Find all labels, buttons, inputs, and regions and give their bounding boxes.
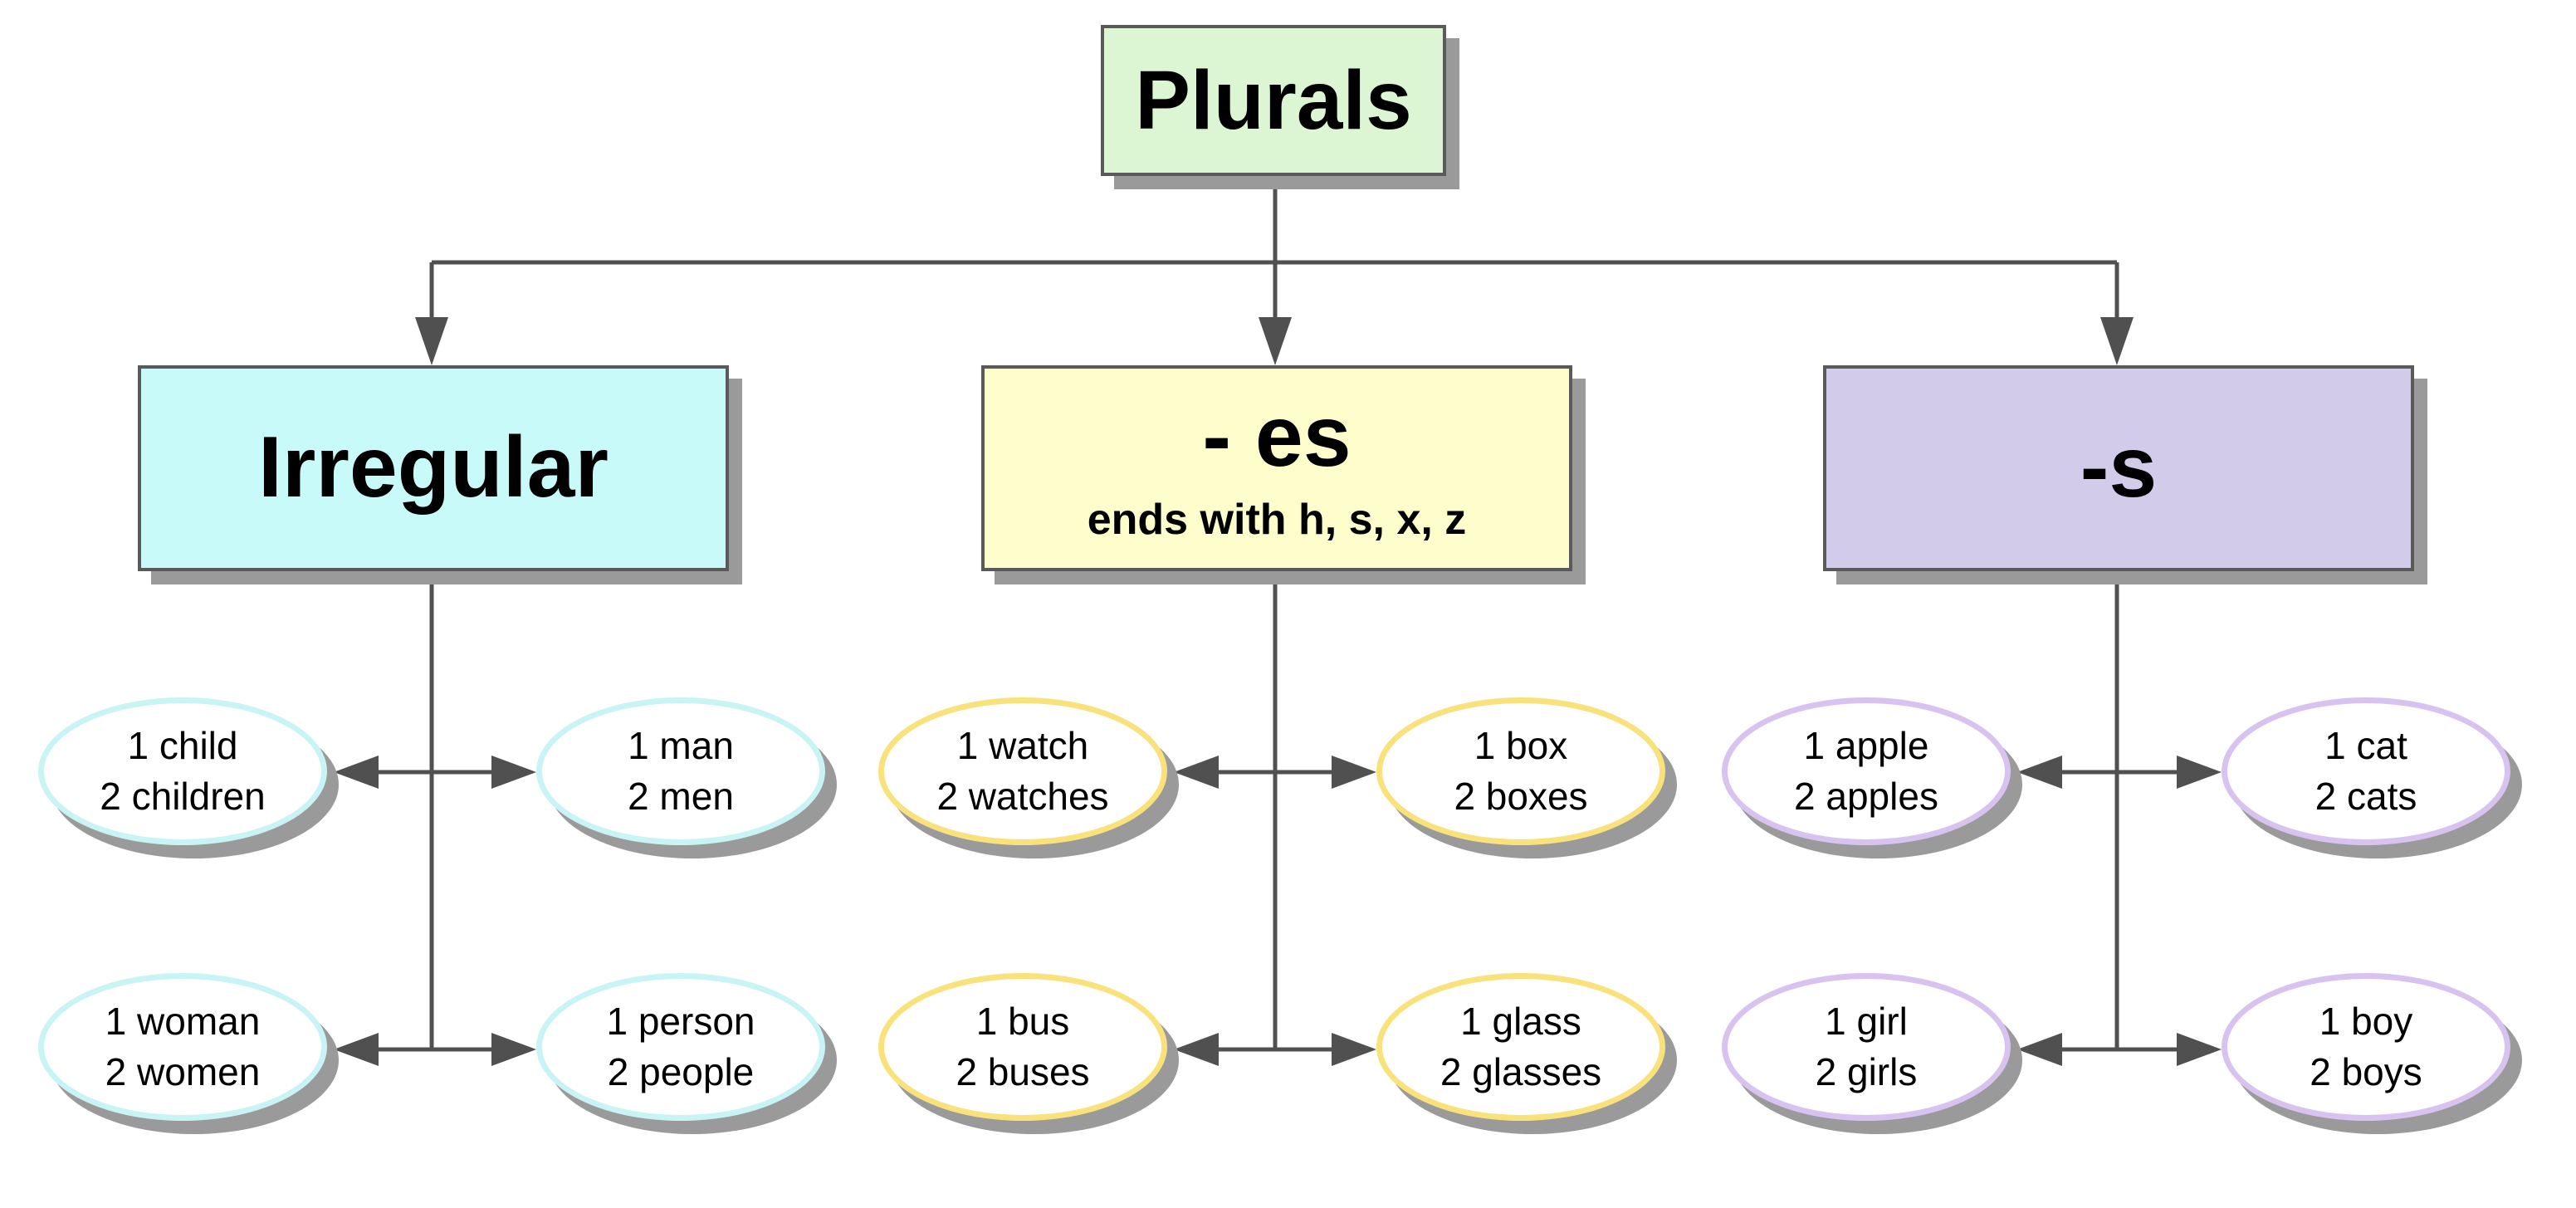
- category-node-irregular: Irregular: [138, 365, 729, 571]
- arrow-head: [2017, 756, 2062, 789]
- plural-text: 2 cats: [2314, 775, 2417, 818]
- singular-text: 1 boy: [2319, 1000, 2413, 1044]
- example-oval-cat: 1 cat 2 cats: [2222, 697, 2510, 845]
- plural-text: 2 people: [607, 1050, 755, 1093]
- plural-text: 2 boxes: [1454, 775, 1588, 818]
- singular-text: 1 box: [1474, 724, 1568, 768]
- plural-text: 2 glasses: [1440, 1050, 1602, 1093]
- singular-text: 1 bus: [975, 1000, 1070, 1044]
- plural-text: 2 buses: [956, 1050, 1090, 1093]
- example-oval-woman: 1 woman 2 women: [38, 973, 327, 1121]
- arrow-head: [491, 1033, 536, 1066]
- singular-text: 1 woman: [105, 1000, 261, 1044]
- arrow-head: [2100, 317, 2134, 365]
- singular-text: 1 cat: [2324, 724, 2407, 768]
- category-node-s: -s: [1823, 365, 2414, 571]
- plural-text: 2 apples: [1794, 775, 1938, 818]
- category-node-es: - es ends with h, s, x, z: [981, 365, 1572, 571]
- arrow-head: [334, 756, 379, 789]
- plural-text: 2 watches: [936, 775, 1109, 818]
- root-label: Plurals: [1135, 54, 1412, 147]
- category-subtitle: ends with h, s, x, z: [1087, 495, 1467, 544]
- plural-text: 2 children: [100, 775, 266, 818]
- example-oval-boy: 1 boy 2 boys: [2222, 973, 2510, 1121]
- singular-text: 1 child: [127, 724, 238, 768]
- example-oval-person: 1 person 2 people: [536, 973, 825, 1121]
- plural-text: 2 women: [105, 1050, 261, 1093]
- example-oval-child: 1 child 2 children: [38, 697, 327, 845]
- singular-text: 1 watch: [956, 724, 1089, 768]
- singular-text: 1 person: [606, 1000, 755, 1044]
- example-oval-man: 1 man 2 men: [536, 697, 825, 845]
- plural-text: 2 men: [628, 775, 734, 818]
- arrow-head: [415, 317, 448, 365]
- plural-text: 2 boys: [2310, 1050, 2422, 1093]
- arrow-head: [1174, 1033, 1219, 1066]
- arrow-head: [334, 1033, 379, 1066]
- example-oval-glass: 1 glass 2 glasses: [1376, 973, 1665, 1121]
- example-oval-bus: 1 bus 2 buses: [878, 973, 1167, 1121]
- example-oval-girl: 1 girl 2 girls: [1722, 973, 2011, 1121]
- example-oval-apple: 1 apple 2 apples: [1722, 697, 2011, 845]
- example-oval-box: 1 box 2 boxes: [1376, 697, 1665, 845]
- root-node-plurals: Plurals: [1101, 25, 1446, 176]
- arrow-head: [1332, 1033, 1376, 1066]
- arrow-head: [1259, 317, 1292, 365]
- singular-text: 1 man: [628, 724, 734, 768]
- arrow-head: [491, 756, 536, 789]
- plural-text: 2 girls: [1815, 1050, 1918, 1093]
- singular-text: 1 glass: [1460, 1000, 1581, 1044]
- arrow-head: [2177, 756, 2222, 789]
- arrow-head: [2177, 1033, 2222, 1066]
- category-title: - es: [1202, 389, 1352, 486]
- category-title: -s: [2080, 419, 2158, 516]
- arrow-head: [1174, 756, 1219, 789]
- example-oval-watch: 1 watch 2 watches: [878, 697, 1167, 845]
- category-title: Irregular: [258, 419, 609, 516]
- arrow-head: [2017, 1033, 2062, 1066]
- singular-text: 1 girl: [1825, 1000, 1908, 1044]
- arrow-head: [1332, 756, 1376, 789]
- singular-text: 1 apple: [1803, 724, 1929, 768]
